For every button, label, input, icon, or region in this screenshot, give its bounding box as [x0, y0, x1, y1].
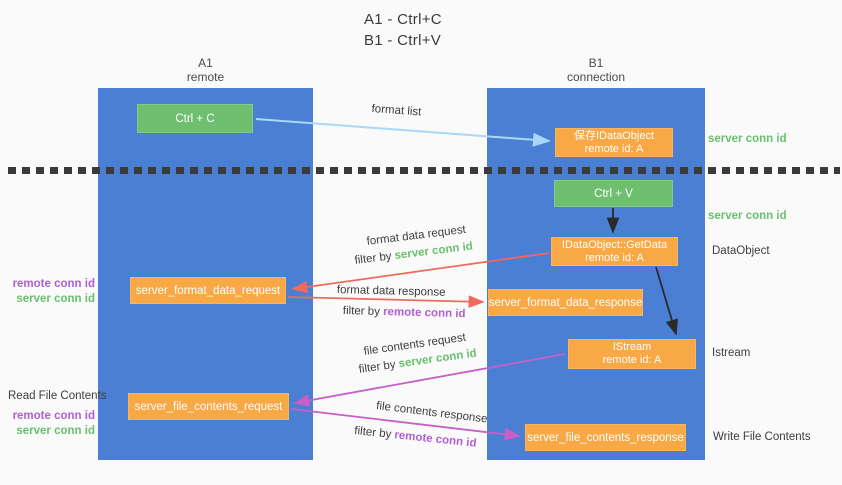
node-server-format-data-response: server_format_data_response — [488, 289, 643, 316]
label-server-conn-id-right-mid: server conn id — [708, 210, 787, 222]
remote-conn-id-text: remote conn id — [382, 306, 466, 321]
node-idataobject-getdata: IDataObject::GetData remote id: A — [551, 237, 678, 266]
filter-by-text: filter by — [354, 250, 396, 267]
label-format-data-response: format data response — [336, 284, 446, 299]
node-save-idataobject-line2: remote id: A — [584, 142, 644, 155]
node-idataobject-getdata-line2: remote id: A — [585, 251, 644, 264]
node-idataobject-getdata-line1: IDataObject::GetData — [561, 238, 668, 251]
column-a1-name: A1 — [198, 56, 213, 70]
arrow-format-request-to-response — [287, 295, 485, 308]
label-dataobject: DataObject — [712, 245, 770, 257]
label-format-list: format list — [371, 103, 422, 119]
label-write-file-contents: Write File Contents — [713, 431, 811, 443]
label-server-conn-id-right-top: server conn id — [708, 133, 787, 145]
title-line-1: A1 - Ctrl+C — [364, 11, 442, 28]
column-b1-name: B1 — [588, 56, 604, 70]
column-header-a1: A1 remote — [98, 56, 313, 84]
label-read-file-contents: Read File Contents — [8, 390, 107, 402]
title-line-2: B1 - Ctrl+V — [364, 32, 442, 49]
phase-separator-dotted-line — [8, 167, 840, 174]
node-save-idataobject: 保存IDataObject remote id: A — [555, 128, 673, 157]
node-istream-line2: remote id: A — [602, 354, 662, 366]
node-server-file-contents-response: server_file_contents_response — [525, 424, 686, 451]
label-conn-id-pair-2: remote conn id server conn id — [10, 409, 95, 439]
remote-conn-id-text: remote conn id — [12, 410, 95, 422]
filter-by-text: filter by — [353, 425, 396, 442]
label-istream: Istream — [712, 347, 751, 359]
column-header-b1: B1 connection — [487, 56, 705, 84]
label-filter-by-remote-conn-id-2: filter by remote conn id — [354, 425, 477, 450]
label-file-contents-response: file contents response — [375, 400, 489, 426]
node-ctrl-v: Ctrl + V — [554, 180, 673, 207]
server-conn-id-text: server conn id — [16, 293, 95, 305]
diagram-title: A1 - Ctrl+C B1 - Ctrl+V — [364, 9, 442, 51]
node-istream-line1: IStream — [612, 341, 652, 353]
label-filter-by-remote-conn-id-1: filter by remote conn id — [343, 305, 466, 320]
node-save-idataobject-line1: 保存IDataObject — [573, 129, 655, 142]
node-server-format-data-request: server_format_data_request — [130, 277, 286, 304]
node-istream: IStream remote id: A — [568, 339, 696, 369]
column-a1-role: remote — [186, 70, 225, 84]
filter-by-text: filter by — [342, 305, 384, 319]
filter-by-text: filter by — [358, 358, 400, 376]
server-conn-id-text: server conn id — [16, 425, 95, 437]
node-ctrl-c: Ctrl + C — [137, 104, 253, 133]
column-b1-role: connection — [566, 70, 626, 84]
node-server-file-contents-request: server_file_contents_request — [128, 393, 289, 420]
remote-conn-id-text: remote conn id — [393, 429, 478, 450]
label-conn-id-pair-1: remote conn id server conn id — [10, 277, 95, 307]
server-conn-id-text: server conn id — [393, 240, 474, 263]
remote-conn-id-text: remote conn id — [12, 278, 95, 290]
